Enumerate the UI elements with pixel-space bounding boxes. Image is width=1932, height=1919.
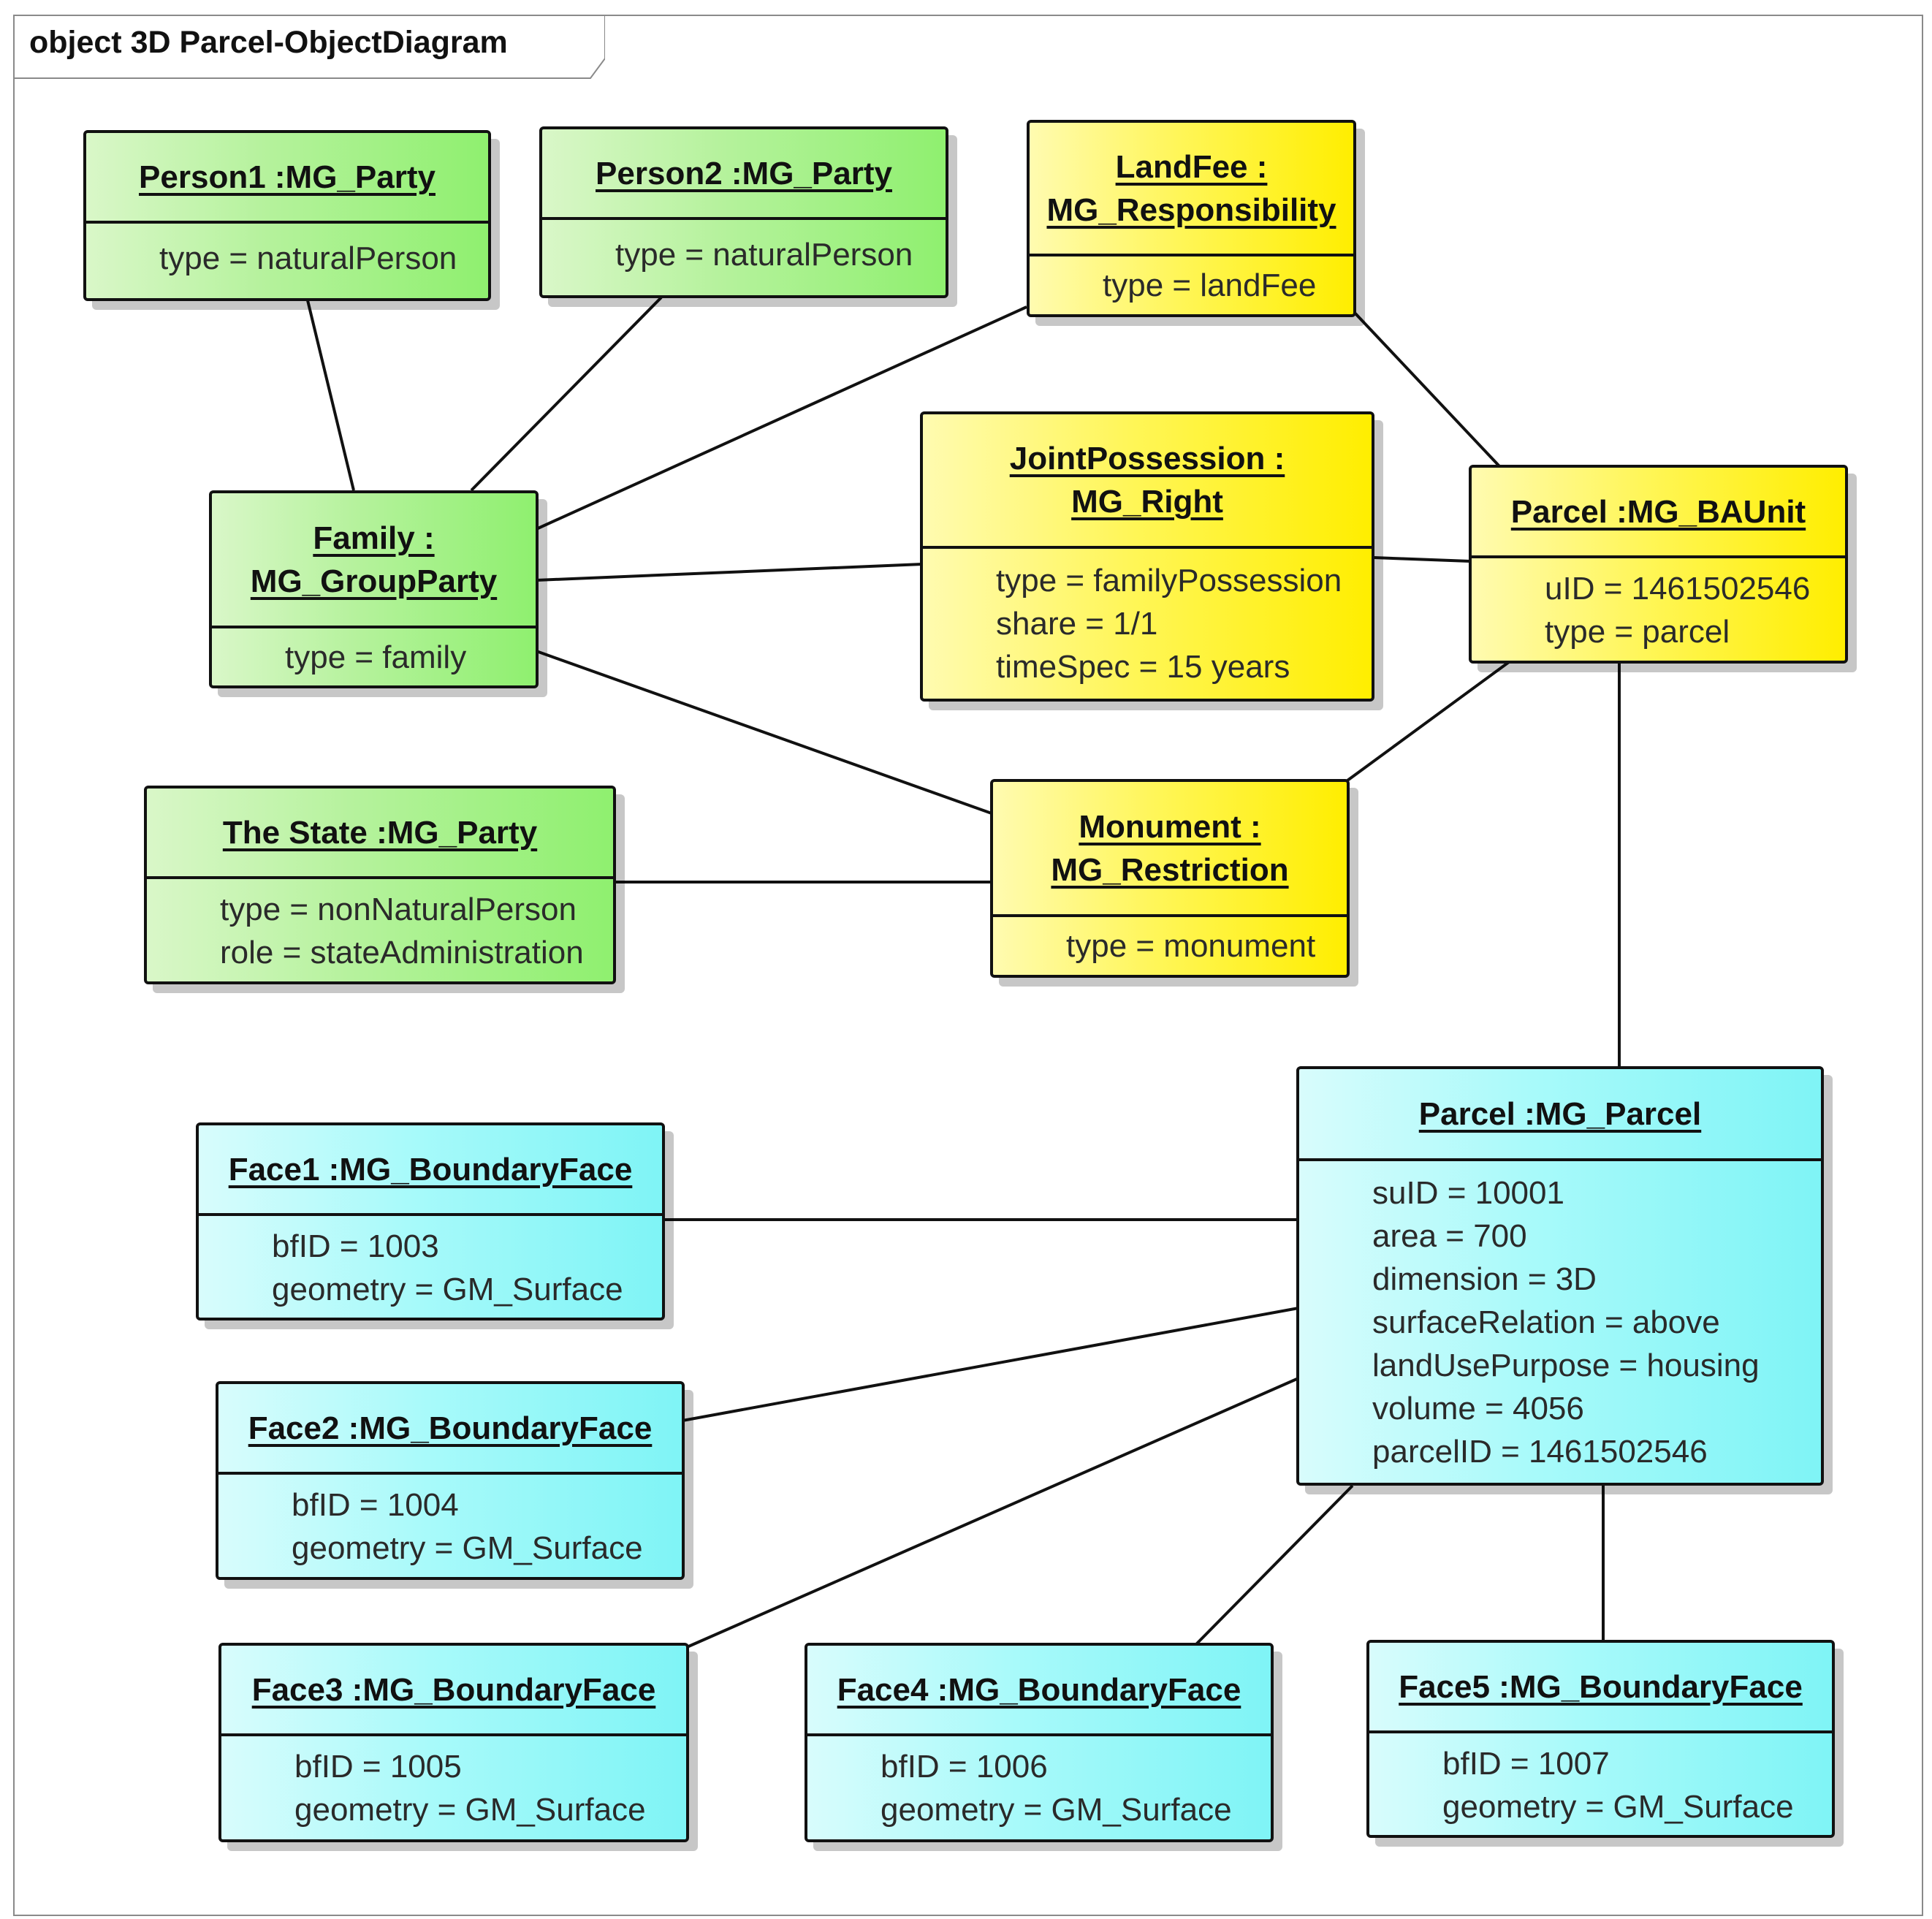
object-name: Person2 :MG_Party bbox=[596, 155, 892, 191]
object-header: Parcel :MG_BAUnit bbox=[1472, 468, 1845, 558]
object-header: Parcel :MG_Parcel bbox=[1299, 1069, 1821, 1161]
attribute: bfID = 1005 bbox=[294, 1749, 462, 1785]
object-header: Face3 :MG_BoundaryFace bbox=[221, 1646, 686, 1736]
attribute: surfaceRelation = above bbox=[1372, 1304, 1720, 1340]
attribute: geometry = GM_Surface bbox=[294, 1792, 646, 1828]
object-name: Family : MG_GroupParty bbox=[250, 520, 498, 599]
object-parcel-mg-parcel[interactable]: Parcel :MG_Parcel suID = 10001 area = 70… bbox=[1296, 1066, 1824, 1486]
attribute-list: bfID = 1003 geometry = GM_Surface bbox=[199, 1216, 662, 1311]
attribute: bfID = 1003 bbox=[272, 1228, 439, 1264]
object-parcel-baunit[interactable]: Parcel :MG_BAUnit uID = 1461502546 type … bbox=[1469, 465, 1848, 664]
attribute: volume = 4056 bbox=[1372, 1391, 1584, 1426]
object-face3[interactable]: Face3 :MG_BoundaryFace bfID = 1005 geome… bbox=[218, 1643, 689, 1842]
frame-title: object 3D Parcel-ObjectDiagram bbox=[29, 25, 508, 60]
attribute: area = 700 bbox=[1372, 1218, 1527, 1254]
link-person2-family bbox=[470, 296, 663, 492]
object-face4[interactable]: Face4 :MG_BoundaryFace bfID = 1006 geome… bbox=[805, 1643, 1274, 1842]
object-name: Face2 :MG_BoundaryFace bbox=[248, 1410, 653, 1446]
attribute: geometry = GM_Surface bbox=[292, 1530, 643, 1566]
object-face5[interactable]: Face5 :MG_BoundaryFace bfID = 1007 geome… bbox=[1366, 1640, 1835, 1838]
attribute: type = monument bbox=[1066, 928, 1316, 964]
object-face1[interactable]: Face1 :MG_BoundaryFace bfID = 1003 geome… bbox=[196, 1122, 665, 1320]
attribute: suID = 10001 bbox=[1372, 1175, 1564, 1211]
attribute-list: type = family bbox=[212, 628, 536, 679]
object-name: Person1 :MG_Party bbox=[139, 159, 436, 195]
link-family-monument bbox=[536, 650, 992, 815]
attribute: type = nonNaturalPerson bbox=[220, 892, 577, 927]
object-name: Face3 :MG_BoundaryFace bbox=[251, 1671, 656, 1708]
attribute-list: bfID = 1006 geometry = GM_Surface bbox=[807, 1736, 1271, 1831]
attribute: type = family bbox=[285, 639, 467, 675]
object-name: Parcel :MG_Parcel bbox=[1418, 1095, 1702, 1132]
attribute: type = naturalPerson bbox=[615, 237, 913, 273]
attribute-list: type = familyPossession share = 1/1 time… bbox=[923, 549, 1372, 688]
link-landfee-baunit bbox=[1353, 311, 1501, 468]
object-person2[interactable]: Person2 :MG_Party type = naturalPerson bbox=[539, 126, 948, 298]
object-header: Monument : MG_Restriction bbox=[993, 782, 1347, 917]
object-header: Family : MG_GroupParty bbox=[212, 493, 536, 628]
object-person1[interactable]: Person1 :MG_Party type = naturalPerson bbox=[83, 130, 491, 301]
link-joint-baunit bbox=[1373, 556, 1471, 563]
attribute: bfID = 1006 bbox=[881, 1749, 1048, 1785]
attribute-list: type = naturalPerson bbox=[86, 224, 488, 280]
link-landfee-family bbox=[536, 305, 1027, 531]
attribute: landUsePurpose = housing bbox=[1372, 1348, 1760, 1383]
attribute: type = parcel bbox=[1545, 614, 1730, 650]
attribute: type = landFee bbox=[1103, 267, 1317, 303]
object-name: Face4 :MG_BoundaryFace bbox=[837, 1671, 1241, 1708]
object-header: Person1 :MG_Party bbox=[86, 133, 488, 224]
object-landfee[interactable]: LandFee : MG_Responsibility type = landF… bbox=[1027, 120, 1356, 317]
attribute: timeSpec = 15 years bbox=[996, 649, 1290, 685]
object-name: LandFee : MG_Responsibility bbox=[1046, 148, 1336, 228]
attribute-list: type = monument bbox=[993, 917, 1347, 968]
object-monument[interactable]: Monument : MG_Restriction type = monumen… bbox=[990, 779, 1350, 978]
object-name: Parcel :MG_BAUnit bbox=[1510, 493, 1806, 530]
object-header: The State :MG_Party bbox=[147, 788, 613, 879]
attribute-list: bfID = 1005 geometry = GM_Surface bbox=[221, 1736, 686, 1831]
object-header: Person2 :MG_Party bbox=[542, 129, 946, 220]
object-name: Face1 :MG_BoundaryFace bbox=[228, 1151, 633, 1188]
attribute-list: bfID = 1007 geometry = GM_Surface bbox=[1369, 1733, 1832, 1828]
object-the-state[interactable]: The State :MG_Party type = nonNaturalPer… bbox=[144, 786, 616, 984]
attribute: geometry = GM_Surface bbox=[881, 1792, 1232, 1828]
object-family[interactable]: Family : MG_GroupParty type = family bbox=[209, 490, 539, 688]
attribute-list: type = landFee bbox=[1030, 256, 1353, 307]
attribute-list: suID = 10001 area = 700 dimension = 3D s… bbox=[1299, 1161, 1821, 1473]
attribute: bfID = 1004 bbox=[292, 1487, 459, 1523]
attribute: type = familyPossession bbox=[996, 563, 1342, 598]
attribute: share = 1/1 bbox=[996, 606, 1158, 642]
attribute-list: type = nonNaturalPerson role = stateAdmi… bbox=[147, 879, 613, 974]
link-person1-family bbox=[306, 300, 355, 491]
frame-title-tab bbox=[13, 15, 605, 79]
object-header: Face4 :MG_BoundaryFace bbox=[807, 1646, 1271, 1736]
object-name: Face5 :MG_BoundaryFace bbox=[1399, 1668, 1803, 1705]
link-face2-parcel bbox=[682, 1307, 1299, 1422]
link-family-joint bbox=[536, 563, 923, 582]
object-name: JointPossession : MG_Right bbox=[1009, 441, 1285, 520]
attribute: type = naturalPerson bbox=[159, 240, 457, 276]
object-header: Face5 :MG_BoundaryFace bbox=[1369, 1643, 1832, 1733]
attribute-list: type = naturalPerson bbox=[542, 220, 946, 276]
attribute: dimension = 3D bbox=[1372, 1261, 1597, 1297]
attribute: geometry = GM_Surface bbox=[272, 1272, 623, 1307]
object-name: The State :MG_Party bbox=[222, 814, 538, 851]
object-header: Face1 :MG_BoundaryFace bbox=[199, 1125, 662, 1216]
attribute: uID = 1461502546 bbox=[1545, 571, 1811, 607]
link-monument-baunit bbox=[1346, 661, 1510, 782]
attribute: geometry = GM_Surface bbox=[1442, 1789, 1794, 1825]
object-face2[interactable]: Face2 :MG_BoundaryFace bfID = 1004 geome… bbox=[216, 1381, 685, 1580]
object-header: LandFee : MG_Responsibility bbox=[1030, 123, 1353, 256]
attribute-list: uID = 1461502546 type = parcel bbox=[1472, 558, 1845, 653]
attribute-list: bfID = 1004 geometry = GM_Surface bbox=[218, 1475, 682, 1570]
attribute: role = stateAdministration bbox=[220, 935, 584, 970]
link-face4-parcel bbox=[1195, 1484, 1354, 1646]
object-name: Monument : MG_Restriction bbox=[1051, 808, 1289, 888]
attribute: parcelID = 1461502546 bbox=[1372, 1434, 1708, 1470]
object-header: Face2 :MG_BoundaryFace bbox=[218, 1384, 682, 1475]
object-joint-possession[interactable]: JointPossession : MG_Right type = family… bbox=[920, 411, 1374, 702]
object-header: JointPossession : MG_Right bbox=[923, 414, 1372, 549]
link-face3-parcel bbox=[686, 1377, 1299, 1649]
attribute: bfID = 1007 bbox=[1442, 1746, 1610, 1782]
